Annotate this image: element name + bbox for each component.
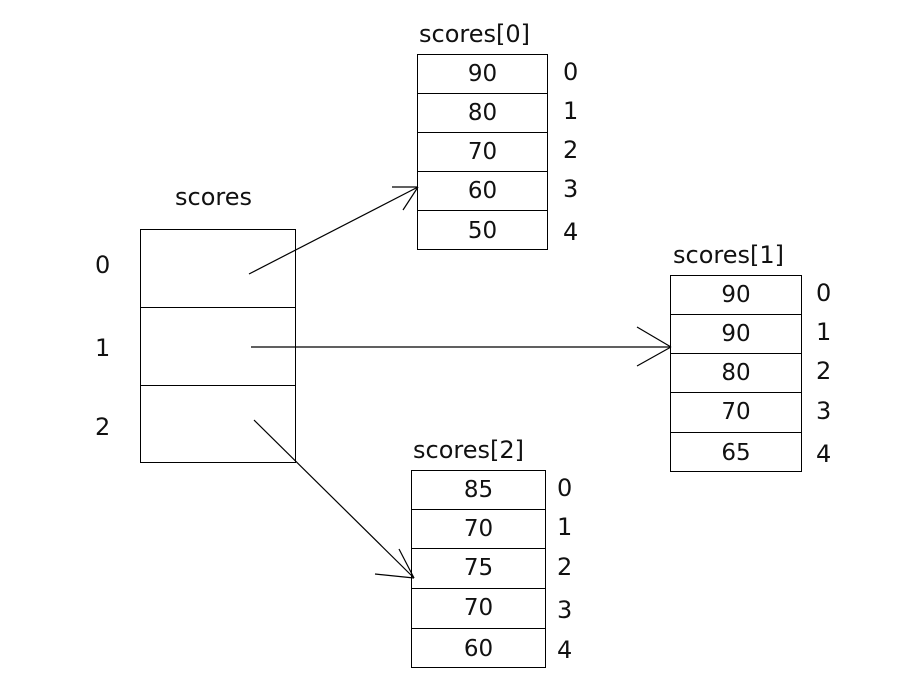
sub-array-0-cell[interactable]: 60 [418,172,547,211]
root-array-cell[interactable] [141,386,295,464]
sub-array-2-index-label: 2 [557,553,573,581]
sub-array-2-cell[interactable]: 70 [412,510,545,549]
sub-array-1-index-label: 0 [816,279,832,307]
sub-array-0-index-label: 4 [563,218,579,246]
sub-array-2-cell[interactable]: 85 [412,471,545,510]
sub-array-0-box: 90 80 70 60 50 [417,54,548,250]
sub-array-0-cell[interactable]: 70 [418,133,547,172]
root-array-cell[interactable] [141,230,295,308]
pointer-arrow-1 [251,326,672,367]
sub-array-1-cell[interactable]: 90 [671,315,801,354]
root-array-cell[interactable] [141,308,295,386]
root-array-box [140,229,296,463]
root-array-index-label: 2 [95,413,111,441]
sub-array-0-index-label: 1 [563,97,579,125]
sub-array-2-cell[interactable]: 60 [463,635,494,662]
sub-array-2-index-label: 0 [557,474,573,502]
root-array-index-label: 0 [95,251,111,279]
sub-array-0-title: scores[0] [419,20,530,48]
sub-array-1-index-label: 1 [816,318,832,346]
sub-array-1-title: scores[1] [673,241,784,269]
sub-array-2-box: 85 70 75 70 60 [411,470,546,668]
sub-array-1-index-label: 4 [816,440,832,468]
sub-array-2-index-label: 1 [557,513,573,541]
root-array-index-label: 1 [95,334,111,362]
sub-array-0-index-label: 3 [563,175,579,203]
sub-array-1-cell[interactable]: 80 [671,354,801,393]
sub-array-0-index-label: 2 [563,136,579,164]
sub-array-1-cell[interactable]: 65 [721,439,751,466]
sub-array-2-index-label: 4 [557,636,573,664]
sub-array-2-cell[interactable]: 75 [412,549,545,589]
sub-array-1-cell[interactable]: 70 [671,393,801,433]
sub-array-1-cell[interactable]: 90 [671,276,801,315]
sub-array-2-title: scores[2] [413,436,524,464]
root-array-title: scores [175,183,252,211]
sub-array-1-index-label: 2 [816,357,832,385]
sub-array-0-index-label: 0 [563,58,579,86]
sub-array-2-cell[interactable]: 70 [412,589,545,629]
sub-array-1-box: 90 90 80 70 65 [670,275,802,472]
sub-array-1-index-label: 3 [816,397,832,425]
sub-array-0-cell[interactable]: 90 [418,55,547,94]
sub-array-0-cell[interactable]: 80 [418,94,547,133]
sub-array-2-index-label: 3 [557,596,573,624]
sub-array-0-cell[interactable]: 50 [467,217,498,244]
